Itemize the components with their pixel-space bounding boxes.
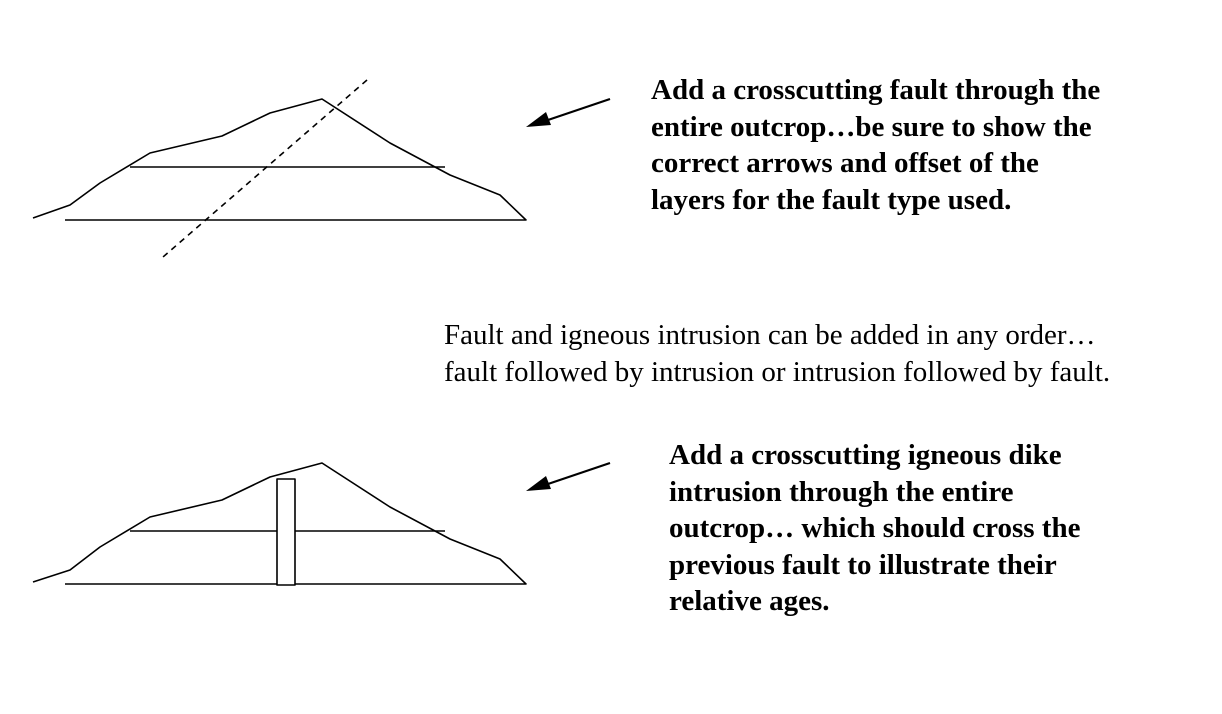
outcrop-profile bbox=[32, 98, 527, 221]
arrow-left-icon bbox=[526, 97, 611, 127]
fault-instruction: Add a crosscutting fault through the ent… bbox=[651, 74, 1101, 216]
outcrop-fault-panel bbox=[32, 79, 527, 258]
outcrop-dike-panel bbox=[32, 462, 527, 586]
outcrop-profile bbox=[32, 462, 527, 585]
igneous-dike bbox=[276, 478, 296, 586]
dike-instruction: Add a crosscutting igneous dike intrusio… bbox=[669, 439, 1081, 617]
order-note: Fault and igneous intrusion can be added… bbox=[444, 319, 1111, 388]
arrow-left-icon bbox=[526, 461, 611, 491]
fault-line bbox=[162, 79, 368, 258]
